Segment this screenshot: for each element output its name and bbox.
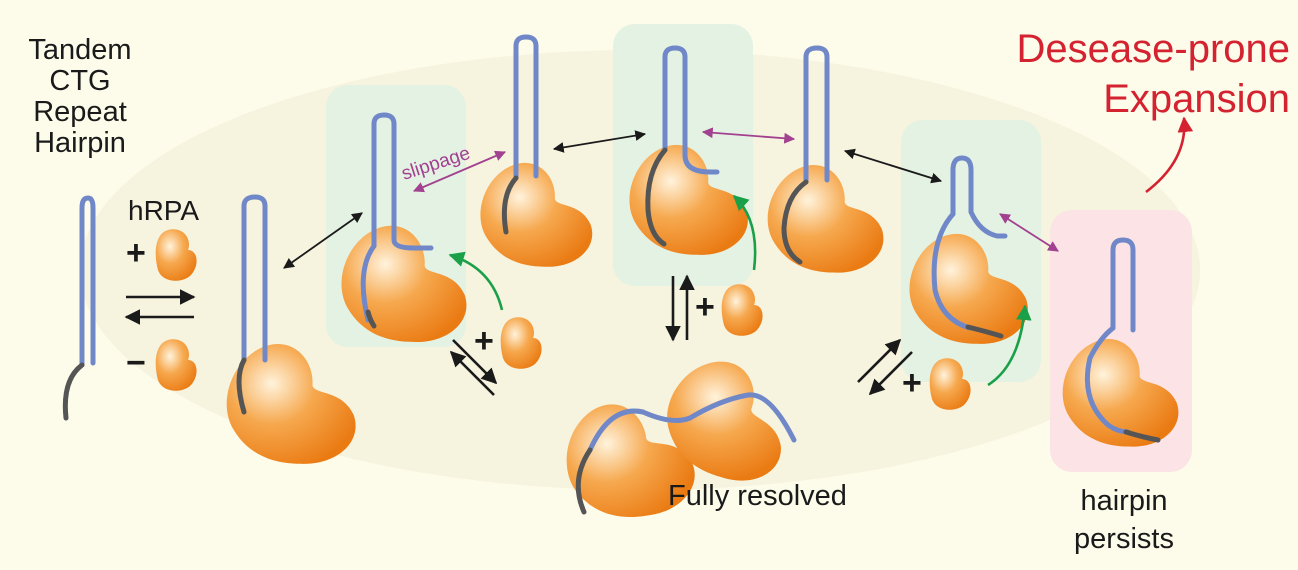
title-line-1: Tandem (28, 34, 132, 66)
title-line-2: CTG (49, 65, 111, 97)
rpa-bound-hairpin-4 (767, 45, 884, 273)
persists-line-2: persists (1074, 523, 1174, 555)
free-hairpin (62, 195, 96, 421)
fully-resolved-complex (557, 349, 801, 528)
fully-resolved-label: Fully resolved (668, 480, 847, 512)
slippage-intermediate (341, 112, 467, 343)
expansion-label: Desease-prone Expansion (960, 24, 1291, 124)
persists-line-1: hairpin (1080, 485, 1168, 517)
expansion-line-1: Desease-prone (1016, 27, 1291, 71)
rpa-bound-hairpin-3 (629, 45, 748, 255)
rpa-bound-hairpin-2 (480, 34, 593, 267)
expansion-arrow (1145, 116, 1194, 194)
equilibrium-arrows (124, 274, 913, 396)
title-line-3: Repeat (33, 96, 127, 128)
plus-sign-4: + (902, 364, 922, 402)
rpa-bound-hairpin-1 (226, 194, 356, 464)
binding-arrows (448, 194, 1032, 387)
transition-arrows (283, 130, 943, 269)
rpa-bound-hairpin-5 (909, 155, 1028, 344)
plus-sign-1: + (126, 234, 146, 272)
minus-sign: − (126, 344, 146, 382)
hairpin-title: Tandem CTG Repeat Hairpin (10, 34, 150, 159)
hrpa-label: hRPA (128, 195, 200, 226)
plus-sign-3: + (695, 288, 715, 326)
plus-sign-2: + (474, 322, 494, 360)
expansion-line-2: Expansion (1103, 77, 1290, 121)
title-line-4: Hairpin (34, 127, 126, 159)
persistent-hairpin (1062, 237, 1179, 447)
hairpin-persists-label: hairpin persists (1050, 482, 1198, 558)
slippage-arrows (413, 127, 1059, 252)
